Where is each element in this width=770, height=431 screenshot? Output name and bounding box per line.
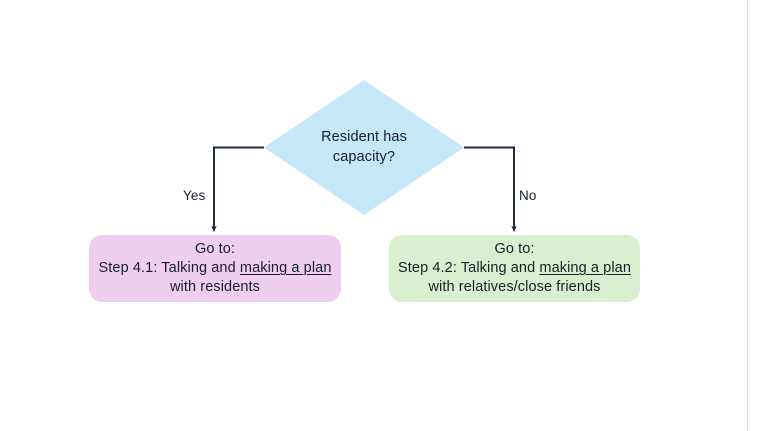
outcome-yes-line-2-prefix: Step 4.1: Talking and [98,259,240,276]
outcome-node-step-4-1[interactable]: Go to: Step 4.1: Talking and making a pl… [89,235,341,302]
outcome-no-text: Go to: Step 4.2: Talking and making a pl… [392,240,637,298]
outcome-no-line-2: Step 4.2: Talking and making a plan [398,259,631,278]
outcome-node-step-4-2[interactable]: Go to: Step 4.2: Talking and making a pl… [389,235,640,302]
slide-right-edge [747,0,748,431]
edge-label-no: No [519,188,537,203]
decision-node-resident-capacity[interactable]: Resident has capacity? [264,80,464,215]
outcome-yes-line-1: Go to: [194,240,236,257]
outcome-no-line-3: with relatives/close friends [428,279,601,296]
connector-yes [211,146,264,233]
outcome-yes-line-2-underlined: making a plan [239,259,332,276]
outcome-yes-line-2: Step 4.1: Talking and making a plan [99,259,332,278]
outcome-yes-line-3: with residents [169,279,261,296]
outcome-no-line-2-underlined: making a plan [539,259,631,276]
outcome-no-line-2-prefix: Step 4.2: Talking and [398,259,540,276]
decision-node-text: Resident has capacity? [264,80,464,215]
edge-label-yes: Yes [183,188,206,203]
decision-line-2: capacity? [332,148,396,165]
decision-line-1: Resident has [321,128,407,145]
outcome-yes-text: Go to: Step 4.1: Talking and making a pl… [93,240,338,298]
outcome-no-line-1: Go to: [494,240,535,257]
connector-no [464,146,517,233]
